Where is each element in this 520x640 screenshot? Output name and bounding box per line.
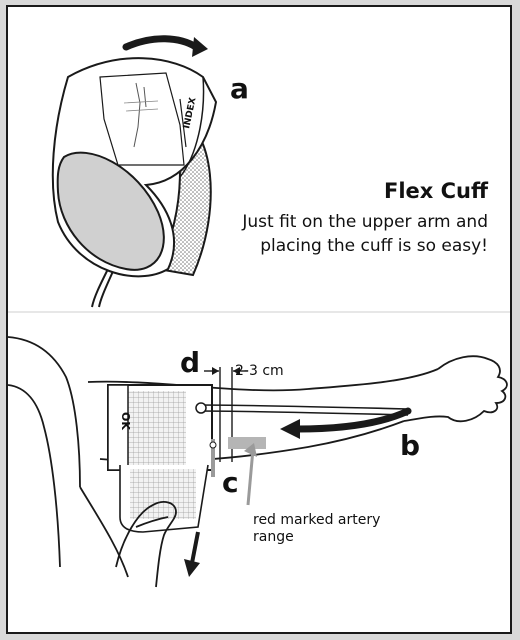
arm-tube xyxy=(198,405,408,409)
artery-note: red marked artery range xyxy=(253,512,383,546)
figure-description: Just fit on the upper arm and placing th… xyxy=(238,210,488,258)
figure-title: Flex Cuff xyxy=(384,179,488,203)
curved-arrow-icon xyxy=(126,39,196,47)
cuff-flap-grid xyxy=(130,469,196,519)
label-a: a xyxy=(230,75,249,103)
distance-label: 2-3 cm xyxy=(235,363,284,379)
hand-outline xyxy=(404,356,507,421)
cuff-illustration xyxy=(53,37,216,307)
down-arrow-icon xyxy=(192,532,198,563)
label-b: b xyxy=(400,432,420,460)
cuff-ok-text: OK xyxy=(119,412,132,430)
label-d: d xyxy=(180,349,200,377)
label-c: c xyxy=(222,469,239,497)
diagram-frame: INDEX xyxy=(6,5,512,634)
artery-marker xyxy=(228,437,266,449)
